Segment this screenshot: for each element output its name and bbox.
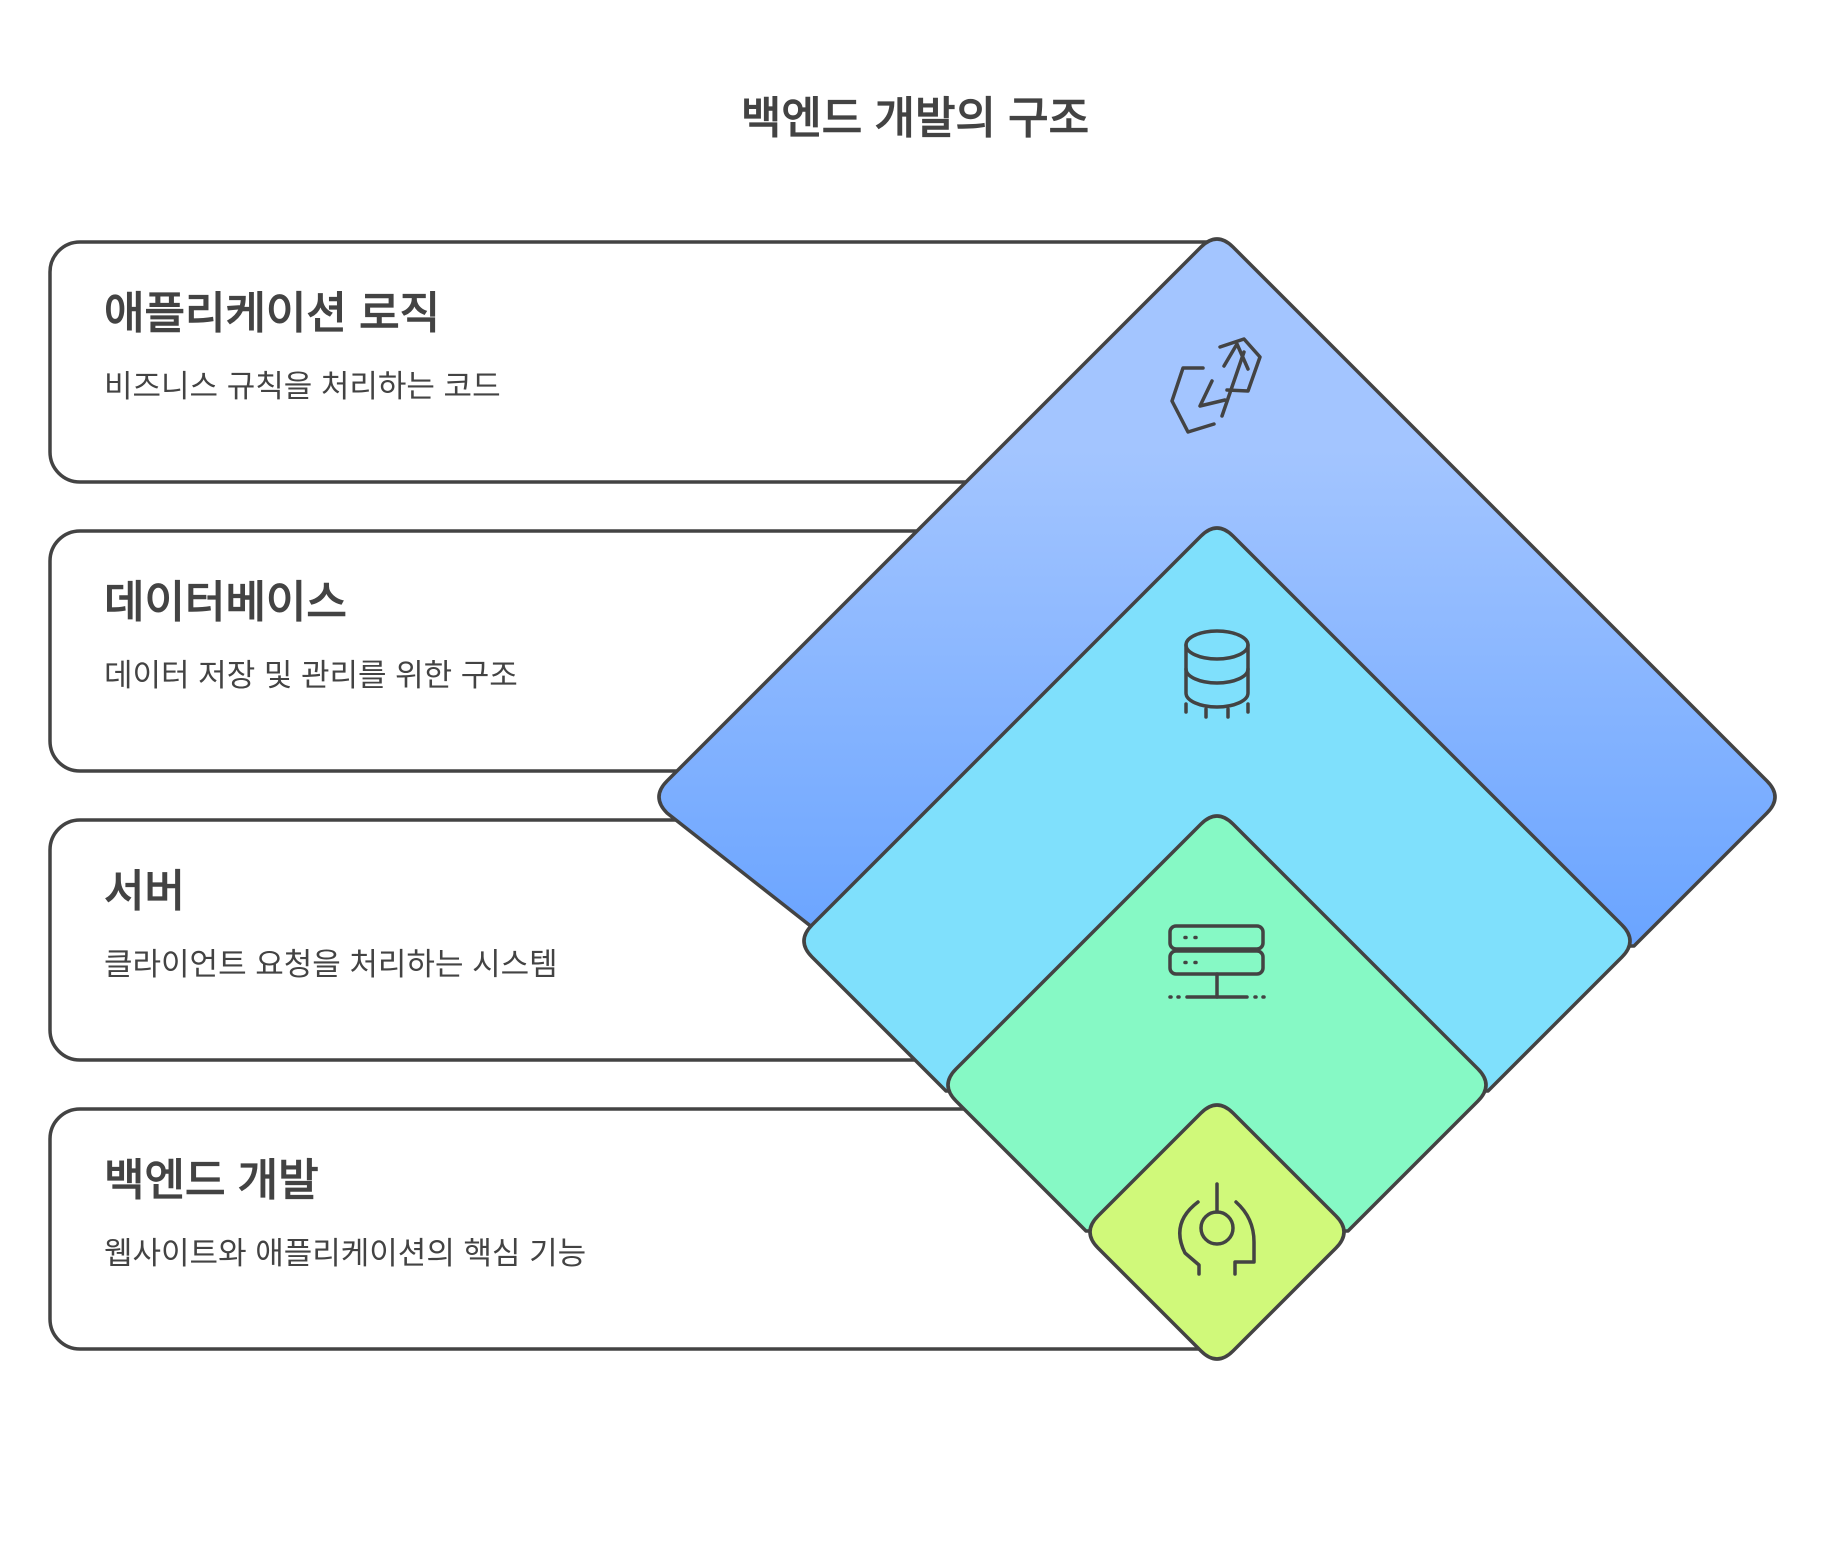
card-description: 웹사이트와 애플리케이션의 핵심 기능: [104, 1236, 586, 1271]
layer-diamond-backend-development: [1088, 1103, 1346, 1361]
database-icon: [1184, 629, 1250, 719]
card-title: 서버: [104, 867, 185, 916]
diagram-title: 백엔드 개발의 구조: [741, 94, 1089, 143]
code-refresh-icon: [1170, 337, 1262, 434]
card-backend-development: 백엔드 개발 웹사이트와 애플리케이션의 핵심 기능: [48, 1107, 1247, 1351]
card-title: 데이터베이스: [104, 578, 347, 627]
power-core-icon: [1178, 1182, 1256, 1276]
card-title: 애플리케이션 로직: [104, 289, 440, 338]
layer-diamond-server: [946, 814, 1488, 1233]
layer-diamond-database: [802, 526, 1632, 1093]
card-description: 클라이언트 요청을 처리하는 시스템: [104, 947, 558, 982]
server-icon: [1168, 924, 1266, 999]
card-description: 데이터 저장 및 관리를 위한 구조: [104, 658, 518, 693]
card-description: 비즈니스 규칙을 처리하는 코드: [104, 369, 501, 404]
card-title: 백엔드 개발: [104, 1156, 319, 1205]
